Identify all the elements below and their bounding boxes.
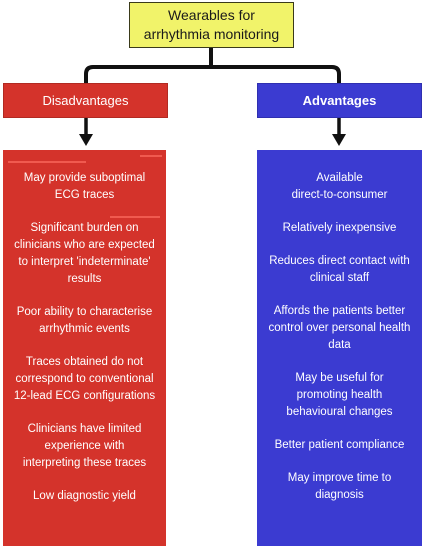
arrow-down-icon <box>79 134 93 146</box>
advantage-item: Affords the patients better control over… <box>268 305 411 351</box>
advantages-panel: Available direct-to-consumer Relatively … <box>257 150 422 546</box>
advantage-item: Available direct-to-consumer <box>291 172 388 201</box>
advantage-item: Better patient compliance <box>274 439 405 451</box>
diagram-title: Wearables for arrhythmia monitoring <box>143 7 280 42</box>
advantage-item: Relatively inexpensive <box>282 222 397 234</box>
disadvantage-item: Clinicians have limited experience with … <box>22 423 147 469</box>
disadvantages-panel: May provide suboptimal ECG traces Signif… <box>3 150 166 546</box>
disadvantage-item: Traces obtained do not correspond to con… <box>13 356 156 402</box>
disadvantage-item: Low diagnostic yield <box>33 490 136 502</box>
arrow-down-icon <box>332 134 346 146</box>
disadvantages-header-label: Disadvantages <box>42 93 129 108</box>
highlight-line <box>8 161 86 163</box>
advantages-header-label: Advantages <box>302 93 377 108</box>
disadvantage-item: May provide suboptimal ECG traces <box>23 172 146 201</box>
disadvantages-header: Disadvantages <box>3 83 168 118</box>
advantage-item: Reduces direct contact with clinical sta… <box>269 255 410 284</box>
disadvantage-item: Poor ability to characterise arrhythmic … <box>16 306 153 335</box>
highlight-line <box>140 155 162 157</box>
highlight-line <box>110 216 160 218</box>
advantages-header: Advantages <box>257 83 422 118</box>
advantage-item: May be useful for promoting health behav… <box>286 372 393 418</box>
advantage-item: May improve time to diagnosis <box>287 472 392 501</box>
disadvantage-item: Significant burden on clinicians who are… <box>14 222 155 285</box>
title-box: Wearables for arrhythmia monitoring <box>129 2 294 48</box>
